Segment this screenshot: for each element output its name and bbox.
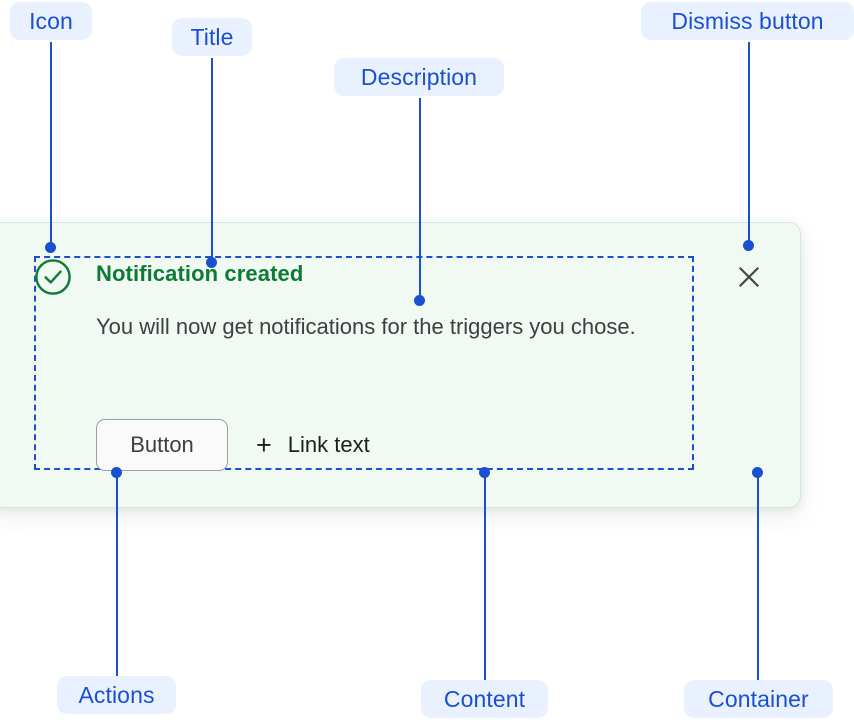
leader-dot-description [414, 295, 425, 306]
leader-line-description [419, 98, 421, 300]
notification-title: Notification created [96, 261, 304, 286]
leader-line-icon [50, 42, 52, 248]
annotation-label-actions: Actions [57, 676, 176, 714]
leader-line-content [484, 472, 486, 680]
annotation-label-icon: Icon [10, 2, 92, 40]
leader-dot-container [752, 467, 763, 478]
content-region-outline [34, 256, 694, 470]
leader-dot-actions [111, 467, 122, 478]
annotation-label-description: Description [334, 58, 504, 96]
leader-dot-content [479, 467, 490, 478]
notification-description: You will now get notifications for the t… [96, 314, 636, 339]
annotation-label-content: Content [421, 680, 548, 718]
action-button[interactable]: Button [96, 419, 228, 471]
plus-icon: + [256, 429, 272, 460]
action-link-label: Link text [287, 432, 370, 457]
notification-actions: Button + Link text [96, 419, 370, 471]
leader-dot-icon [45, 242, 56, 253]
leader-line-dismiss-button [748, 42, 750, 246]
dismiss-button[interactable] [733, 263, 765, 295]
leader-line-container [757, 472, 759, 680]
annotation-label-container: Container [684, 680, 833, 718]
leader-line-actions [116, 472, 118, 676]
leader-dot-title [206, 257, 217, 268]
leader-dot-dismiss-button [743, 240, 754, 251]
close-icon [736, 264, 762, 295]
action-link[interactable]: + Link text [256, 429, 370, 460]
annotation-label-title: Title [172, 18, 252, 56]
leader-line-title [211, 58, 213, 261]
annotation-label-dismiss-button: Dismiss button [641, 2, 854, 40]
check-circle-icon [34, 258, 72, 296]
